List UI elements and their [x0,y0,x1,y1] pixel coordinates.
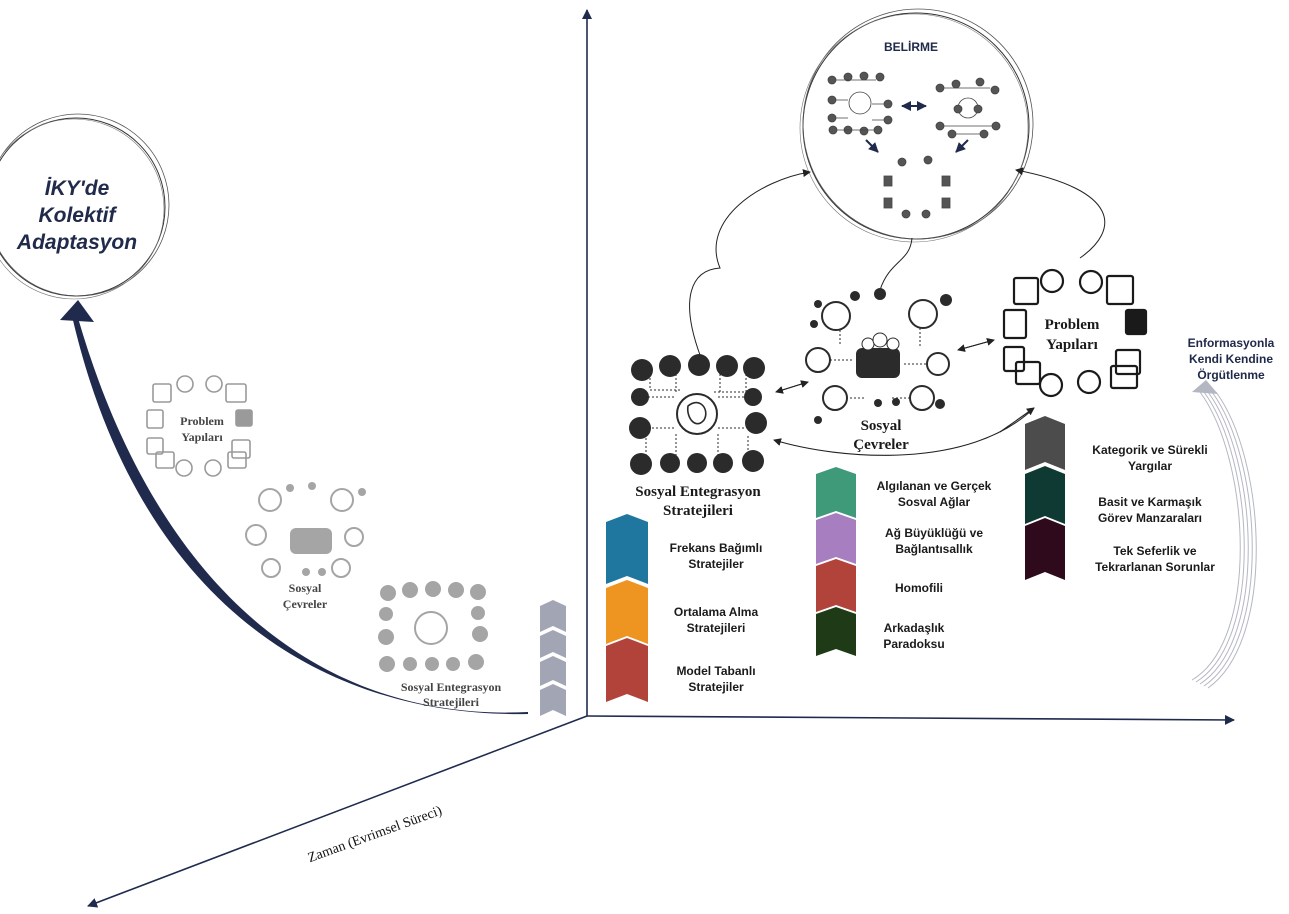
strategy-label-2: Model Tabanlı Stratejiler [676,664,756,694]
ghost-problems-label: Problem Yapıları [180,414,224,444]
problem-type-label-1: Basit ve Karmaşık Görev Manzaraları [1097,495,1203,525]
link-circles-emergence [879,237,913,291]
ghost-integration-label: Sosyal Entegrasyon Stratejileri [400,680,502,709]
chevron-columns [606,416,1065,702]
problem-type-chevron-0 [1025,416,1065,470]
emergence-mini-networks [827,71,1001,219]
title-circle [0,113,170,300]
integration-strategies-label: Sosyal Entegrasyon Stratejileri [635,484,761,519]
link-problems-emergence [1015,167,1106,259]
social-circles-label: Sosyal Çevreler [853,418,909,453]
ghost-circles-label: Sosyal Çevreler [282,581,328,611]
link-problems-integration [773,407,1035,456]
problems-icon-cluster [1002,268,1148,398]
network-chevron-2 [816,559,856,612]
self-organization-label: Enformasyonla Kendi Kendine Örgütlenme [1187,336,1275,382]
network-chevron-3 [816,607,856,656]
strategy-label-1: Ortalama Alma Stratejileri [673,605,759,635]
strategy-chevron-2 [606,638,648,702]
adaptation-curve [72,316,528,715]
strategy-label-0: Frekans Bağımlı Stratejiler [669,541,763,571]
network-label-2: Homofili [895,581,943,595]
emergence-label: BELİRME [884,40,938,54]
ghost-integration-cluster [378,581,488,672]
problem-type-chevron-1 [1025,466,1065,524]
network-chevron-0 [816,467,856,518]
emergence-arrows [865,101,969,153]
ghost-problems-cluster [146,375,253,477]
network-label-3: Arkadaşlık Paradoksu [883,621,945,651]
ghost-chevron-stack [540,600,566,716]
problem-type-label-2: Tek Seferlik ve Tekrarlanan Sorunlar [1095,544,1215,574]
integration-icon-cluster [629,354,767,475]
self-organization-arc [1191,391,1257,689]
strategy-chevron-0 [606,514,648,584]
network-label-0: Algılanan ve Gerçek Sosval Ağlar [876,479,992,509]
problem-type-chevron-2 [1025,518,1065,580]
strategy-chevron-1 [606,580,648,644]
network-chevron-1 [816,513,856,564]
network-label-1: Ağ Büyüklüğü ve Bağlantısallık [884,526,983,556]
link-integration-emergence [689,169,811,356]
problem-structures-label: Problem Yapıları [1044,317,1100,353]
x-axis [586,714,1235,725]
ghost-circles-cluster [245,482,366,578]
emergence-circle [799,8,1034,243]
page-title: İKY'de Kolektif Adaptasyon [16,177,138,254]
problem-type-label-0: Kategorik ve Sürekli Yargılar [1092,443,1208,473]
z-axis [87,715,588,908]
circles-icon-cluster [805,288,952,424]
